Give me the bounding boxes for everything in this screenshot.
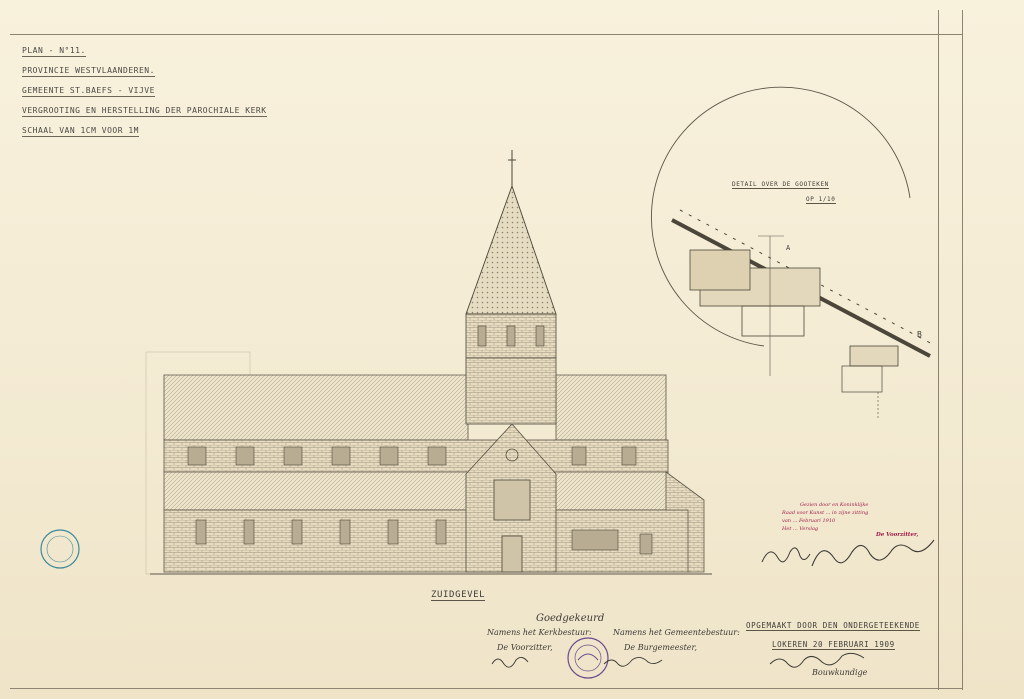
elevation-title: ZUIDGEVEL (431, 590, 486, 601)
scale-label: SCHAAL VAN 1CM VOOR 1M (22, 126, 139, 137)
royal-stamp-line3: van ... Februari 1910 (782, 518, 836, 524)
belfry-opening (535, 325, 545, 347)
detail-scale: OP 1/10 (806, 196, 836, 204)
detail-gutter (849, 345, 899, 367)
made-by-line1: OPGEMAAKT DOOR DEN ONDERGETEEKENDE (746, 621, 920, 631)
detail-title: DETAIL OVER DE GOOTEKEN (732, 181, 829, 189)
aisle-windows (195, 519, 653, 555)
spire (465, 184, 557, 315)
made-by-date: LOKEREN 20 FEBRUARI 1909 (772, 640, 895, 650)
blue-stamp (40, 529, 80, 569)
frame-top-line (10, 34, 962, 35)
signature-scribble (811, 539, 935, 567)
province-label: PROVINCIE WESTVLAANDEREN. (22, 66, 155, 77)
royal-stamp-line2: Raad voor Kunst ... in zijne zitting (782, 510, 869, 516)
transept-door (501, 535, 523, 573)
royal-stamp-line5: De Voorzitter, (876, 532, 919, 538)
church-council-label: Namens het Kerkbestuur: (487, 628, 592, 637)
purple-stamp (567, 637, 609, 679)
plan-number: PLAN - N°11. (22, 46, 86, 57)
frame-right-line-2 (962, 10, 963, 690)
detail-label-b: B (917, 330, 923, 339)
frame-bottom-line (10, 688, 962, 689)
project-label: VERGROOTING EN HERSTELLING DER PAROCHIAL… (22, 106, 267, 117)
royal-stamp-line1: Gezien door en Koninklijke (800, 502, 869, 508)
detail-label-a: A (786, 244, 791, 252)
church-council-role: De Voorzitter, (497, 643, 553, 652)
municipality-label: GEMEENTE ST.BAEFS - VIJVE (22, 86, 155, 97)
approval-heading: Goedgekeurd (536, 613, 605, 624)
clerestory-windows (187, 446, 637, 466)
aisle-wall (163, 509, 471, 573)
municipal-council-label: Namens het Gemeentebestuur: (613, 628, 740, 637)
chancel-wall (547, 509, 691, 573)
frame-right-line (938, 10, 939, 690)
detail-circle (650, 86, 911, 347)
rose-window (505, 448, 519, 462)
tower-body (465, 357, 557, 425)
transept-window (493, 479, 531, 521)
municipal-council-role: De Burgemeester, (624, 643, 697, 652)
chancel-roof (555, 374, 667, 441)
belfry-opening (506, 325, 516, 347)
apse (665, 471, 705, 573)
architect-title: Bouwkundige (812, 668, 868, 677)
nave-roof (163, 374, 469, 441)
belfry-opening (477, 325, 487, 347)
chancel-aisle-roof (547, 471, 669, 511)
signature-scribble (761, 547, 811, 563)
aisle-roof (163, 471, 471, 511)
signature-scribble (769, 652, 865, 668)
royal-stamp-line4: Het ... Verslag (782, 526, 819, 532)
